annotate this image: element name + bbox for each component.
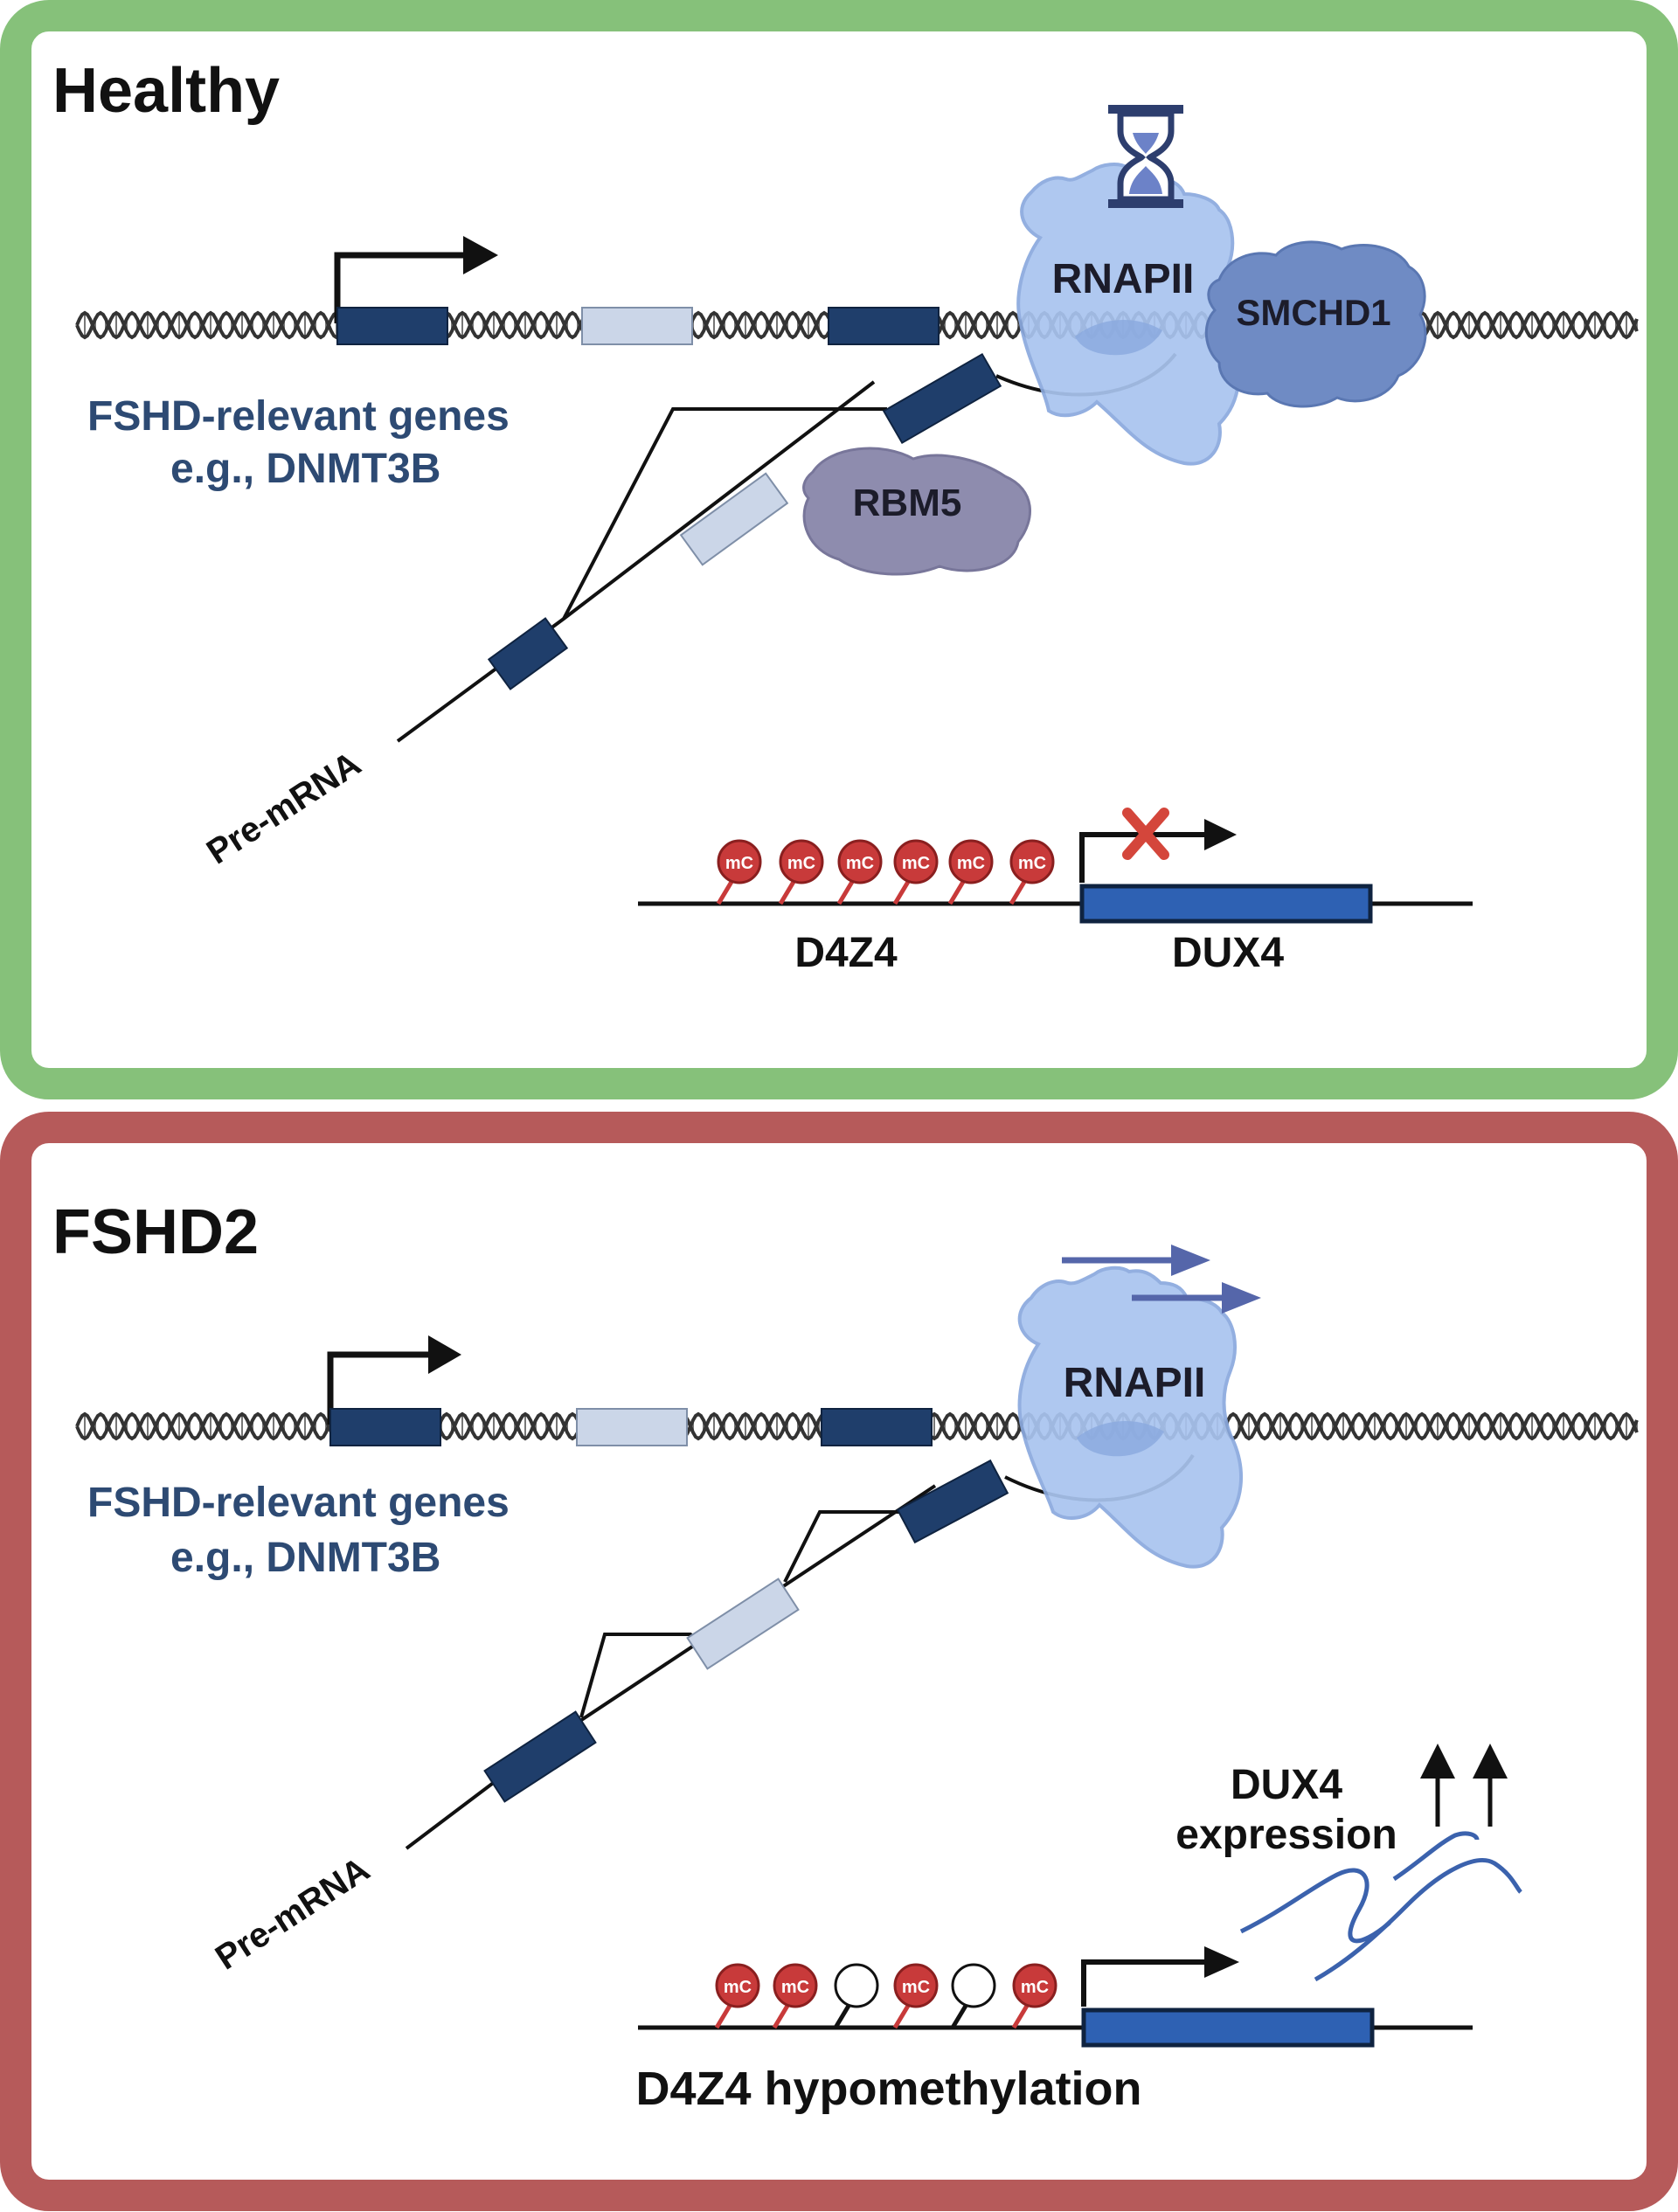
premrna-exon-3 bbox=[896, 1459, 1009, 1544]
dux4-tss-arrow-head bbox=[1204, 1946, 1239, 1978]
mc-label: mC bbox=[846, 854, 874, 873]
dux4-expression-line1: DUX4 bbox=[1231, 1762, 1342, 1808]
up-arrow-icon bbox=[1420, 1744, 1508, 1827]
dux4-gene bbox=[1081, 2007, 1375, 2048]
dux4-tss-arrow bbox=[1079, 832, 1206, 883]
methylated-cpg bbox=[1012, 1963, 1057, 2008]
methylated-cpg bbox=[893, 1963, 939, 2008]
dux4-tss-arrow-head bbox=[1204, 819, 1237, 850]
exon-2-alt bbox=[581, 307, 693, 345]
dux4-label: DUX4 bbox=[1172, 930, 1284, 976]
healthy-panel: Healthy RBM5 RNAPII SMCHD1 bbox=[0, 0, 1678, 1099]
rnapii-label: RNAPII bbox=[1064, 1360, 1206, 1406]
dux4-gene bbox=[1079, 884, 1373, 924]
unmethylated-cpg bbox=[834, 1963, 879, 2008]
methylation-sites: mC mC mC mC mC mC bbox=[716, 839, 1055, 905]
methylated-cpg bbox=[948, 839, 994, 884]
fshd2-panel-title: FSHD2 bbox=[52, 1197, 259, 1267]
gene-label-line2: e.g., DNMT3B bbox=[170, 446, 440, 492]
tss-arrow bbox=[327, 1351, 428, 1425]
smchd1-protein bbox=[1204, 240, 1427, 408]
gene-label-line1: FSHD-relevant genes bbox=[87, 393, 510, 440]
rnapii-cleft bbox=[1075, 319, 1162, 356]
tss-arrow-head bbox=[463, 236, 498, 274]
healthy-panel-title: Healthy bbox=[52, 56, 280, 126]
dux4-expression-line2: expression bbox=[1175, 1812, 1397, 1858]
d4z4-label: D4Z4 bbox=[794, 930, 898, 976]
rnapii-polymerase bbox=[1017, 1265, 1243, 1569]
mc-label: mC bbox=[787, 854, 815, 873]
mc-label: mC bbox=[1021, 1978, 1049, 1997]
mc-label: mC bbox=[725, 854, 753, 873]
rnapii-cleft bbox=[1077, 1420, 1164, 1457]
tss-arrow bbox=[334, 252, 463, 323]
dux4-tss-arrow bbox=[1081, 1959, 1206, 2007]
exon-2-alt bbox=[576, 1408, 688, 1446]
fshd2-panel: FSHD2 RNAPII FSHD-relevant genes e.g., bbox=[0, 1112, 1678, 2211]
unmethylated-cpg bbox=[951, 1963, 996, 2008]
exon-1 bbox=[329, 1408, 441, 1446]
methylated-cpg bbox=[715, 1963, 760, 2008]
hourglass-icon bbox=[1108, 105, 1183, 208]
mc-label: mC bbox=[902, 1978, 930, 1997]
methylation-sites: mC mC mC mC bbox=[714, 1963, 1057, 2029]
fshd2-panel-border bbox=[0, 1112, 1678, 2211]
premrna-exon-2-alt bbox=[686, 1578, 800, 1670]
methylated-cpg bbox=[1009, 839, 1055, 884]
exon-1 bbox=[336, 307, 448, 345]
dux4-transcripts bbox=[1239, 1831, 1522, 1982]
premrna-exon-3 bbox=[882, 352, 1002, 445]
rbm5-protein bbox=[802, 447, 1031, 576]
mc-label: mC bbox=[902, 854, 930, 873]
methylated-cpg bbox=[773, 1963, 818, 2008]
exon-3 bbox=[821, 1408, 933, 1446]
elongation-speed-arrows bbox=[1062, 1245, 1261, 1314]
smchd1-label: SMCHD1 bbox=[1236, 292, 1390, 333]
mc-label: mC bbox=[957, 854, 985, 873]
methylated-cpg bbox=[717, 839, 762, 884]
gene-label-line2: e.g., DNMT3B bbox=[170, 1535, 440, 1581]
d4z4-hypomethylation-label: D4Z4 hypomethylation bbox=[635, 2063, 1141, 2115]
mc-label: mC bbox=[1018, 854, 1046, 873]
splicing-loop bbox=[562, 407, 887, 620]
methylated-cpg bbox=[837, 839, 883, 884]
mc-label: mC bbox=[724, 1978, 752, 1997]
exon-3 bbox=[828, 307, 940, 345]
mc-label: mC bbox=[781, 1978, 809, 1997]
premrna-exon-1 bbox=[487, 617, 569, 690]
gene-label-line1: FSHD-relevant genes bbox=[87, 1480, 510, 1526]
tss-arrow-head bbox=[428, 1335, 461, 1374]
rbm5-label: RBM5 bbox=[853, 482, 962, 524]
premrna-exon-1 bbox=[483, 1710, 597, 1803]
methylated-cpg bbox=[779, 839, 824, 884]
premrna-exon-2-alt bbox=[679, 472, 789, 566]
inhibition-x-icon bbox=[1122, 808, 1169, 860]
methylated-cpg bbox=[893, 839, 939, 884]
rnapii-label: RNAPII bbox=[1052, 256, 1195, 302]
